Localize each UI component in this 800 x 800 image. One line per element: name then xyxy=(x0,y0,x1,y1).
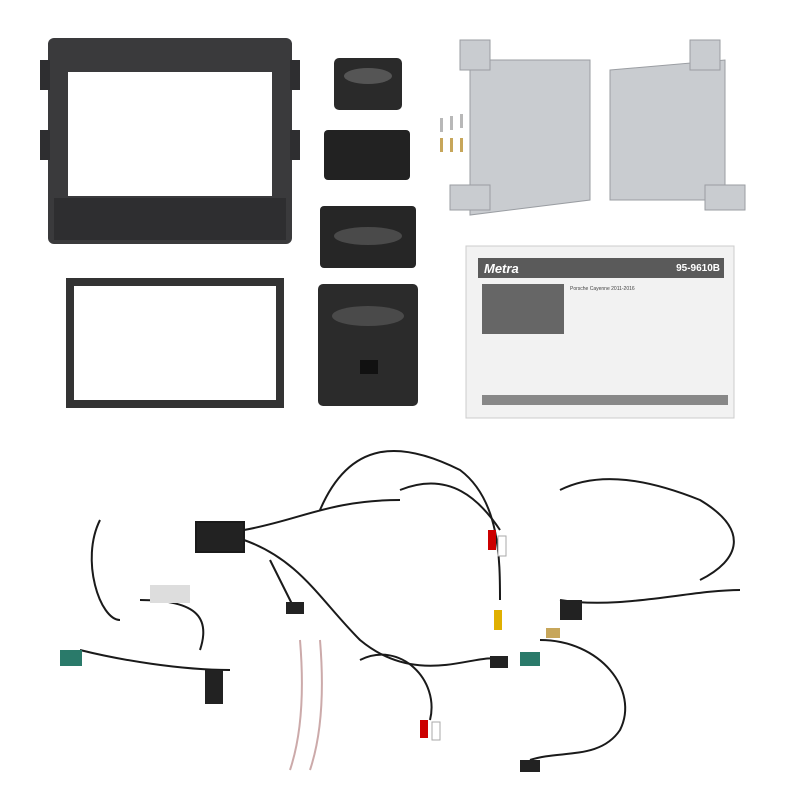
dash-bezel xyxy=(40,38,300,244)
sheet-vehicle: Porsche Cayenne 2011-2016 xyxy=(570,286,635,292)
wiring-harnesses xyxy=(79,450,741,771)
instruction-sheet: Metra 95-9610B Porsche Cayenne 2011-2016 xyxy=(465,245,735,419)
screws xyxy=(440,112,473,152)
connectors xyxy=(60,530,582,772)
sheet-part-number: 95-9610B xyxy=(676,263,720,274)
trim-ring xyxy=(66,278,284,408)
mounting-brackets xyxy=(449,39,746,216)
interface-modules xyxy=(318,58,418,406)
sheet-brand: Metra xyxy=(484,261,519,276)
